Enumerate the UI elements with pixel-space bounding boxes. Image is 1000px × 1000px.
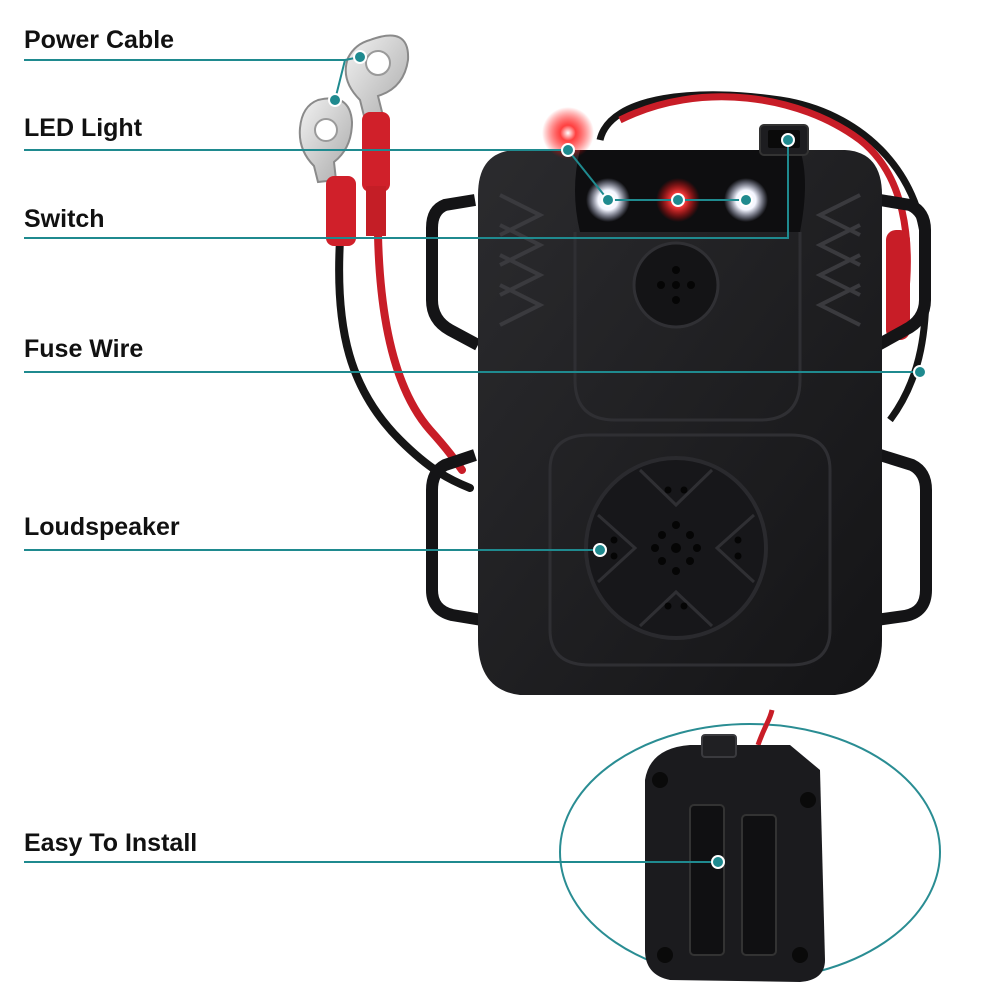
power-cable (335, 231, 474, 492)
leader-switch (24, 140, 789, 239)
label-power-cable: Power Cable (24, 26, 175, 54)
label-switch: Switch (24, 205, 105, 233)
label-loudspeaker: Loudspeaker (24, 513, 180, 541)
install-inset (559, 709, 941, 982)
leader-lines (24, 56, 920, 863)
leader-dots (328, 50, 927, 869)
leader-power-cable (24, 56, 361, 61)
label-led-light: LED Light (24, 114, 143, 142)
label-fuse-wire: Fuse Wire (24, 335, 144, 363)
fuse-wire (596, 91, 930, 423)
label-easy-to-install: Easy To Install (24, 829, 198, 857)
ring-terminals (298, 34, 410, 246)
